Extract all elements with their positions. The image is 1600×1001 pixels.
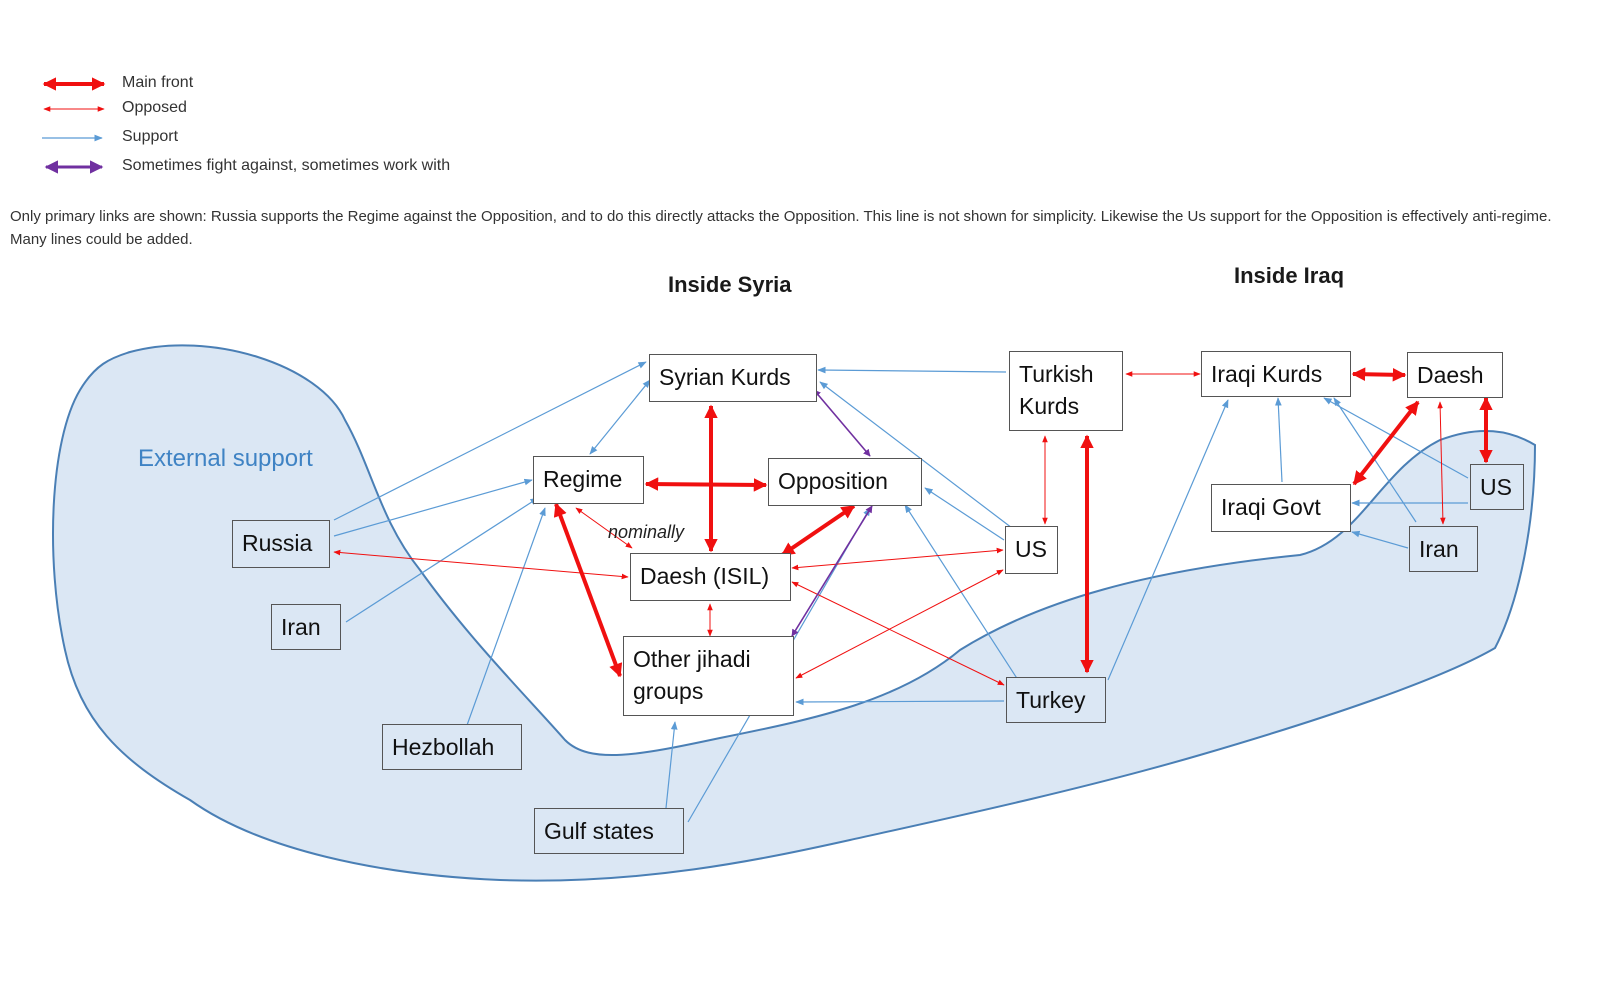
link-iraqi-kurds-daesh <box>1351 367 1407 382</box>
heading-inside-iraq: Inside Iraq <box>1234 263 1345 288</box>
link-us-opposition <box>924 487 1005 541</box>
link-daesh-us <box>791 547 1004 571</box>
node-regime: Regime <box>533 456 644 504</box>
node-syrian-kurds: Syrian Kurds <box>649 354 817 402</box>
link-turkish-kurds-syrian-kurds <box>817 366 1007 374</box>
node-russia: Russia <box>232 520 330 568</box>
legend-label: Sometimes fight against, sometimes work … <box>122 157 451 174</box>
link-daesh-turkey <box>791 581 1005 686</box>
node-label: Iraqi Kurds <box>1211 361 1323 387</box>
link-iran-iraq-iraqi-govt <box>1351 530 1409 549</box>
node-label: Russia <box>242 530 313 556</box>
opposed-arrow-icon <box>43 106 105 112</box>
node-iraqi-kurds: Iraqi Kurds <box>1201 351 1351 397</box>
node-us-syria: US <box>1005 526 1058 574</box>
mixed-arrow-icon <box>44 160 104 174</box>
link-turkey-iraqi-kurds <box>1107 399 1229 681</box>
node-gulf-states: Gulf states <box>534 808 684 854</box>
node-label: Iran <box>281 614 321 640</box>
link-syrian-kurds-opposition <box>813 389 871 457</box>
node-label: Daesh <box>1417 362 1484 388</box>
node-iran-iraq: Iran <box>1409 526 1478 572</box>
link-daesh-iraq-iran <box>1437 401 1446 525</box>
annotation-nominally: nominally <box>608 522 685 542</box>
node-hezbollah: Hezbollah <box>382 724 522 770</box>
node-label: Turkey <box>1016 687 1086 713</box>
node-label: US <box>1015 536 1047 562</box>
node-label-line-1: Turkish <box>1019 361 1094 387</box>
link-opposition-other-jihadi <box>791 505 873 637</box>
node-label-line-1: Other jihadi <box>633 646 751 672</box>
legend-item-opposed: Opposed <box>40 97 600 121</box>
node-iraqi-govt: Iraqi Govt <box>1211 484 1351 532</box>
node-daesh-iraq: Daesh <box>1407 352 1503 398</box>
explanatory-note: Only primary links are shown: Russia sup… <box>10 208 1552 248</box>
legend-item-support: Support <box>40 126 600 150</box>
link-gulf-other-jihadi <box>665 721 678 809</box>
node-opposition: Opposition <box>768 458 922 506</box>
node-other-jihadi-groups: Other jihadi groups <box>623 636 794 716</box>
link-turkey-other-jihadi <box>795 698 1005 706</box>
link-daesh-iraq-iraqi-govt <box>1352 400 1420 486</box>
link-other-jihadi-us <box>795 569 1004 679</box>
node-label: Iraqi Govt <box>1221 494 1321 520</box>
node-label: Regime <box>543 466 623 492</box>
external-support-label: External support <box>138 445 313 472</box>
node-label: Daesh (ISIL) <box>640 563 770 589</box>
node-label-line-2: Kurds <box>1019 393 1080 419</box>
legend-item-main-front: Main front <box>40 72 600 96</box>
link-regime-other-jihadi <box>553 502 623 678</box>
heading-inside-syria: Inside Syria <box>668 272 792 297</box>
link-regime-syrian-kurds <box>589 379 651 455</box>
node-label: Hezbollah <box>392 734 495 760</box>
link-iraqi-govt-iraqi-kurds <box>1275 397 1283 483</box>
main-front-links <box>553 367 1493 678</box>
link-hezbollah-regime <box>465 507 546 729</box>
node-iran-external: Iran <box>271 604 341 650</box>
link-opposition-daesh <box>780 504 856 557</box>
legend-label: Main front <box>122 74 194 91</box>
legend-label: Support <box>122 128 179 145</box>
mixed-links <box>791 389 873 637</box>
node-turkey: Turkey <box>1006 677 1106 723</box>
node-label: Opposition <box>778 468 888 494</box>
main-front-arrow-icon <box>42 77 106 91</box>
node-label: Gulf states <box>544 818 654 844</box>
node-daesh-isil: Daesh (ISIL) <box>630 553 791 601</box>
legend-item-mixed: Sometimes fight against, sometimes work … <box>40 155 600 179</box>
node-us-iraq: US <box>1470 464 1524 510</box>
legend-label: Opposed <box>122 99 187 116</box>
node-label-line-2: groups <box>633 678 704 704</box>
node-label: Iran <box>1419 536 1459 562</box>
link-russia-regime <box>333 478 533 537</box>
support-arrow-icon <box>42 134 103 142</box>
link-us-syrian-kurds <box>819 381 1013 529</box>
node-label: Syrian Kurds <box>659 364 791 390</box>
link-regime-opposition <box>644 477 768 492</box>
node-label: US <box>1480 474 1512 500</box>
